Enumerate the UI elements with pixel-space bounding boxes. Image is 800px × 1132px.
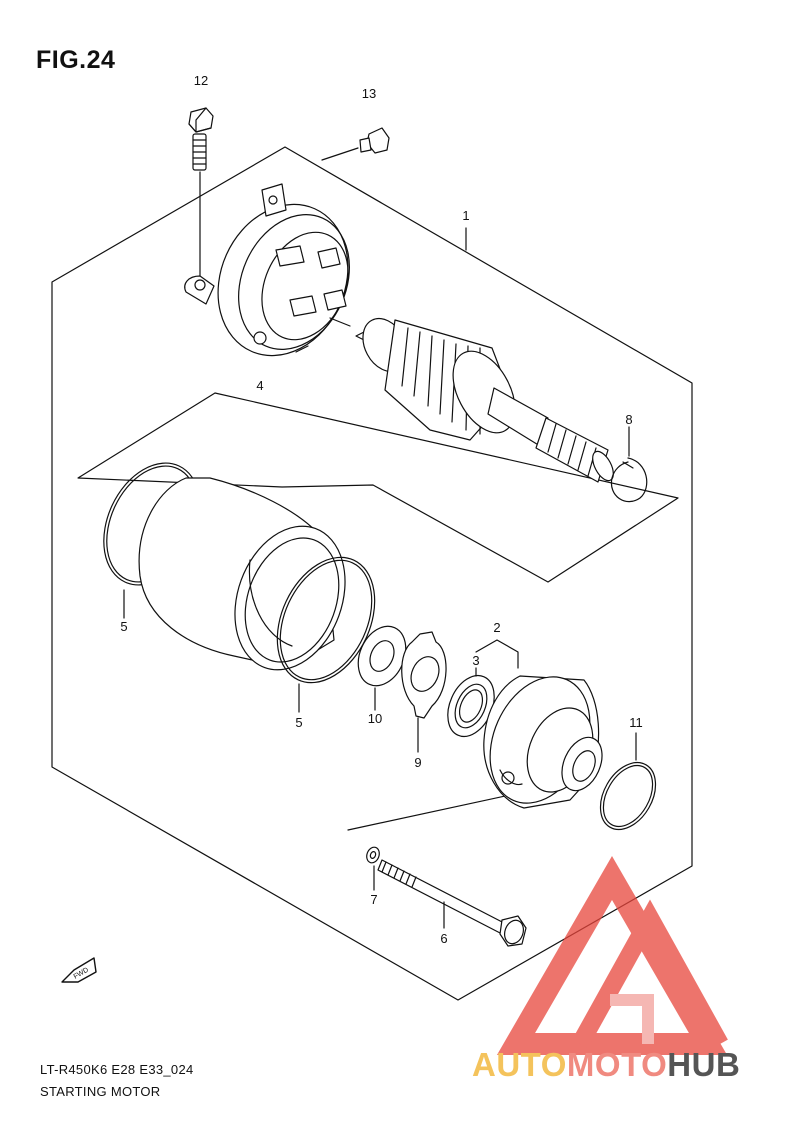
- diagram-subtitle: STARTING MOTOR: [40, 1084, 161, 1099]
- callout-7: 7: [370, 892, 377, 907]
- callout-8: 8: [625, 412, 632, 427]
- o-ring-11-shape: [599, 732, 657, 831]
- bolt-6-shape: [377, 859, 527, 947]
- callout-10: 10: [368, 711, 382, 726]
- oil-seal-3-shape: [447, 667, 495, 738]
- callout-13: 13: [362, 86, 376, 101]
- model-code: LT-R450K6 E28 E33_024: [40, 1062, 194, 1077]
- watermark-part-auto: AUTO: [472, 1046, 567, 1083]
- fwd-arrow: [61, 957, 97, 983]
- callout-11: 11: [629, 715, 643, 730]
- callout-1: 1: [462, 208, 469, 223]
- callout-12: 12: [194, 73, 208, 88]
- callout-6: 6: [440, 931, 447, 946]
- callout-4: 4: [256, 378, 263, 393]
- screw-13-shape: [321, 127, 390, 161]
- watermark-part-moto: MOTO: [566, 1046, 668, 1083]
- watermark-text: AUTOMOTOHUB: [472, 1046, 740, 1084]
- o-ring-5-right-shape: [276, 556, 376, 713]
- callout-5-left: 5: [120, 619, 127, 634]
- washer-7-shape: [366, 846, 380, 891]
- callout-5-right: 5: [295, 715, 302, 730]
- watermark-logo-shape: [496, 856, 728, 1055]
- yoke-housing-shape: [138, 477, 346, 671]
- callout-9: 9: [414, 755, 421, 770]
- bolt-12-shape: [188, 107, 214, 277]
- armature-shape: [355, 317, 614, 483]
- armature-group-outline: [77, 392, 679, 583]
- end-cover-4-shape: [184, 183, 351, 357]
- drive-end-housing-2-shape: [483, 675, 603, 809]
- watermark-part-hub: HUB: [667, 1046, 741, 1083]
- callout-2: 2: [493, 620, 500, 635]
- assembly-outline: [51, 146, 693, 1001]
- lock-plate-9-shape: [401, 631, 447, 753]
- callout-3: 3: [472, 653, 479, 668]
- circlip-8-shape: [610, 426, 648, 503]
- bracket-2-3: [475, 639, 519, 669]
- figure-title: FIG.24: [36, 46, 116, 74]
